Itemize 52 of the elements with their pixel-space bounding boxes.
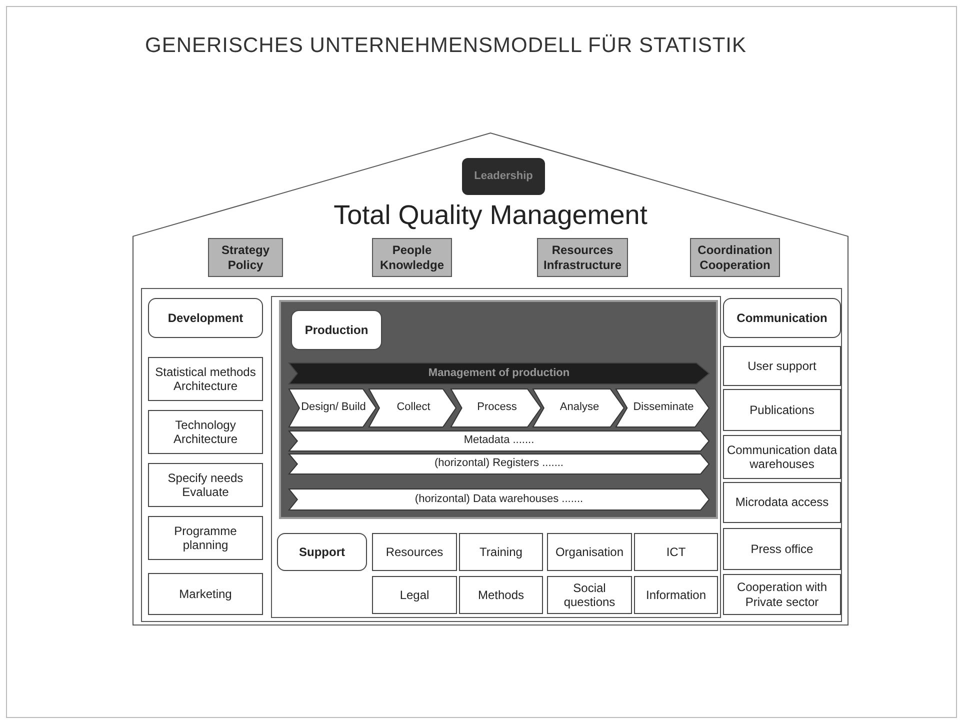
text-box: Organisation (547, 533, 632, 571)
frame-box (141, 288, 842, 622)
pillar-box: Resources Infrastructure (537, 238, 628, 277)
text-box: Publications (723, 389, 841, 431)
text-box: Technology Architecture (148, 410, 263, 454)
arrow-label: Design/ Build (301, 401, 366, 415)
text-box: Press office (723, 528, 841, 570)
page-title: GENERISCHES UNTERNEHMENSMODELL FÜR STATISTIK (145, 34, 747, 58)
arrow-label: (horizontal) Registers ....... (434, 457, 564, 471)
layer-band (289, 454, 709, 474)
pillar-box: People Knowledge (372, 238, 452, 277)
frame-box (271, 296, 721, 618)
text-box: Resources (372, 533, 457, 571)
process-step (451, 389, 541, 427)
pillar-box: Coordination Cooperation (690, 238, 780, 277)
text-box: Specify needs Evaluate (148, 463, 263, 507)
arrow-label: Process (477, 401, 517, 415)
text-box: Cooperation with Private sector (723, 574, 841, 615)
text-box: Training (459, 533, 543, 571)
layer-band (289, 489, 709, 510)
house-outline (133, 133, 848, 625)
heading-text: Total Quality Management (332, 199, 648, 232)
pillar-box: Strategy Policy (208, 238, 283, 277)
text-box: Programme planning (148, 516, 263, 560)
arrow-label: Disseminate (633, 401, 694, 415)
management-band (289, 363, 709, 384)
text-box: Communication data warehouses (723, 435, 841, 479)
production-panel (279, 300, 718, 519)
text-box: Methods (459, 576, 543, 614)
heading-box: Production (291, 310, 382, 350)
text-box: Social questions (547, 576, 632, 614)
arrow-label: Metadata ....... (464, 434, 534, 448)
heading-box: Communication (723, 298, 841, 338)
text-box: Statistical methods Architecture (148, 357, 263, 401)
text-box: Marketing (148, 573, 263, 615)
text-box: Legal (372, 576, 457, 614)
arrow-label: (horizontal) Data warehouses ....... (414, 492, 584, 506)
process-step (533, 389, 624, 427)
text-box: ICT (634, 533, 718, 571)
process-step (616, 389, 709, 427)
leadership-box: Leadership (462, 158, 545, 195)
text-box: Information (634, 576, 718, 614)
text-box: User support (723, 346, 841, 386)
text-box: Microdata access (723, 482, 841, 523)
arrow-label: Analyse (560, 401, 600, 415)
arrow-label: Collect (396, 401, 430, 415)
arrow-label: Management of production (428, 366, 570, 380)
layer-band (289, 431, 709, 451)
process-step (289, 389, 376, 427)
heading-box: Development (148, 298, 263, 338)
heading-box: Support (277, 533, 367, 571)
process-step (369, 389, 456, 427)
